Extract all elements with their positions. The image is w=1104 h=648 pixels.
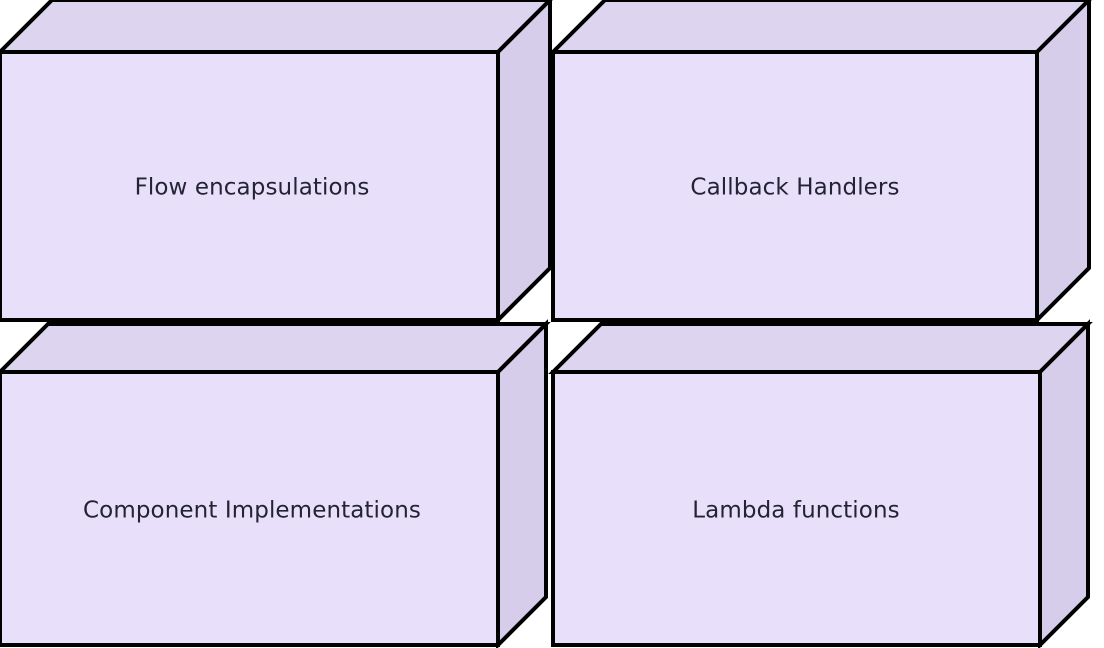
box-label: Lambda functions (692, 498, 899, 524)
box-top-face (548, 322, 1093, 374)
box-label: Callback Handlers (690, 175, 899, 201)
box-side-face (496, 0, 552, 325)
box-front-face (551, 50, 1039, 322)
box-front-face (0, 50, 500, 322)
box-callback-handlers[interactable]: Callback Handlers (548, 0, 1092, 325)
box-side-face (496, 319, 548, 648)
box-flow-encapsulations[interactable]: Flow encapsulations (0, 0, 553, 325)
box-side-face (1035, 0, 1091, 325)
box-top-face (548, 0, 1092, 54)
box-front-face (551, 370, 1042, 647)
box-label: Flow encapsulations (135, 175, 370, 201)
box-label: Component Implementations (83, 498, 421, 524)
box-side-face (1038, 319, 1090, 648)
box-front-face (0, 370, 500, 647)
box-component-implementations[interactable]: Component Implementations (0, 319, 551, 648)
box-lambda-functions[interactable]: Lambda functions (548, 319, 1093, 648)
box-top-face (0, 0, 553, 54)
box-top-face (0, 322, 551, 374)
